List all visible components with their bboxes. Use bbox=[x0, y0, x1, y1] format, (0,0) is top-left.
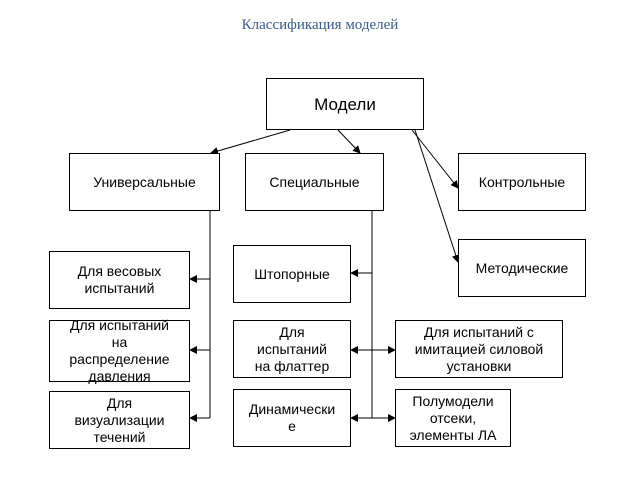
node-flow-visualization: Для визуализации течений bbox=[49, 391, 190, 449]
node-semimodels: Полумодели отсеки, элементы ЛА bbox=[395, 389, 511, 447]
arrow-root-universal bbox=[210, 129, 291, 155]
node-special: Специальные bbox=[245, 153, 384, 211]
node-models: Модели bbox=[266, 78, 424, 130]
node-flutter: Для испытаний на флаттер bbox=[233, 320, 351, 378]
node-dynamic: Динамически е bbox=[233, 389, 351, 447]
node-universal: Универсальные bbox=[69, 153, 220, 211]
node-methodical: Методические bbox=[458, 239, 586, 297]
node-control: Контрольные bbox=[458, 153, 586, 211]
arrow-root-special bbox=[337, 129, 361, 154]
arrow-root-control bbox=[411, 129, 459, 189]
node-power-plant-simulation: Для испытаний с имитацией силовой устано… bbox=[395, 320, 563, 378]
node-weight-tests: Для весовых испытаний bbox=[49, 251, 190, 309]
diagram-title: Классификация моделей bbox=[241, 17, 399, 33]
node-pressure-tests: Для испытаний на распределение давления bbox=[49, 317, 190, 384]
arrow-root-methodical bbox=[414, 129, 460, 263]
node-spin: Штопорные bbox=[233, 245, 351, 303]
